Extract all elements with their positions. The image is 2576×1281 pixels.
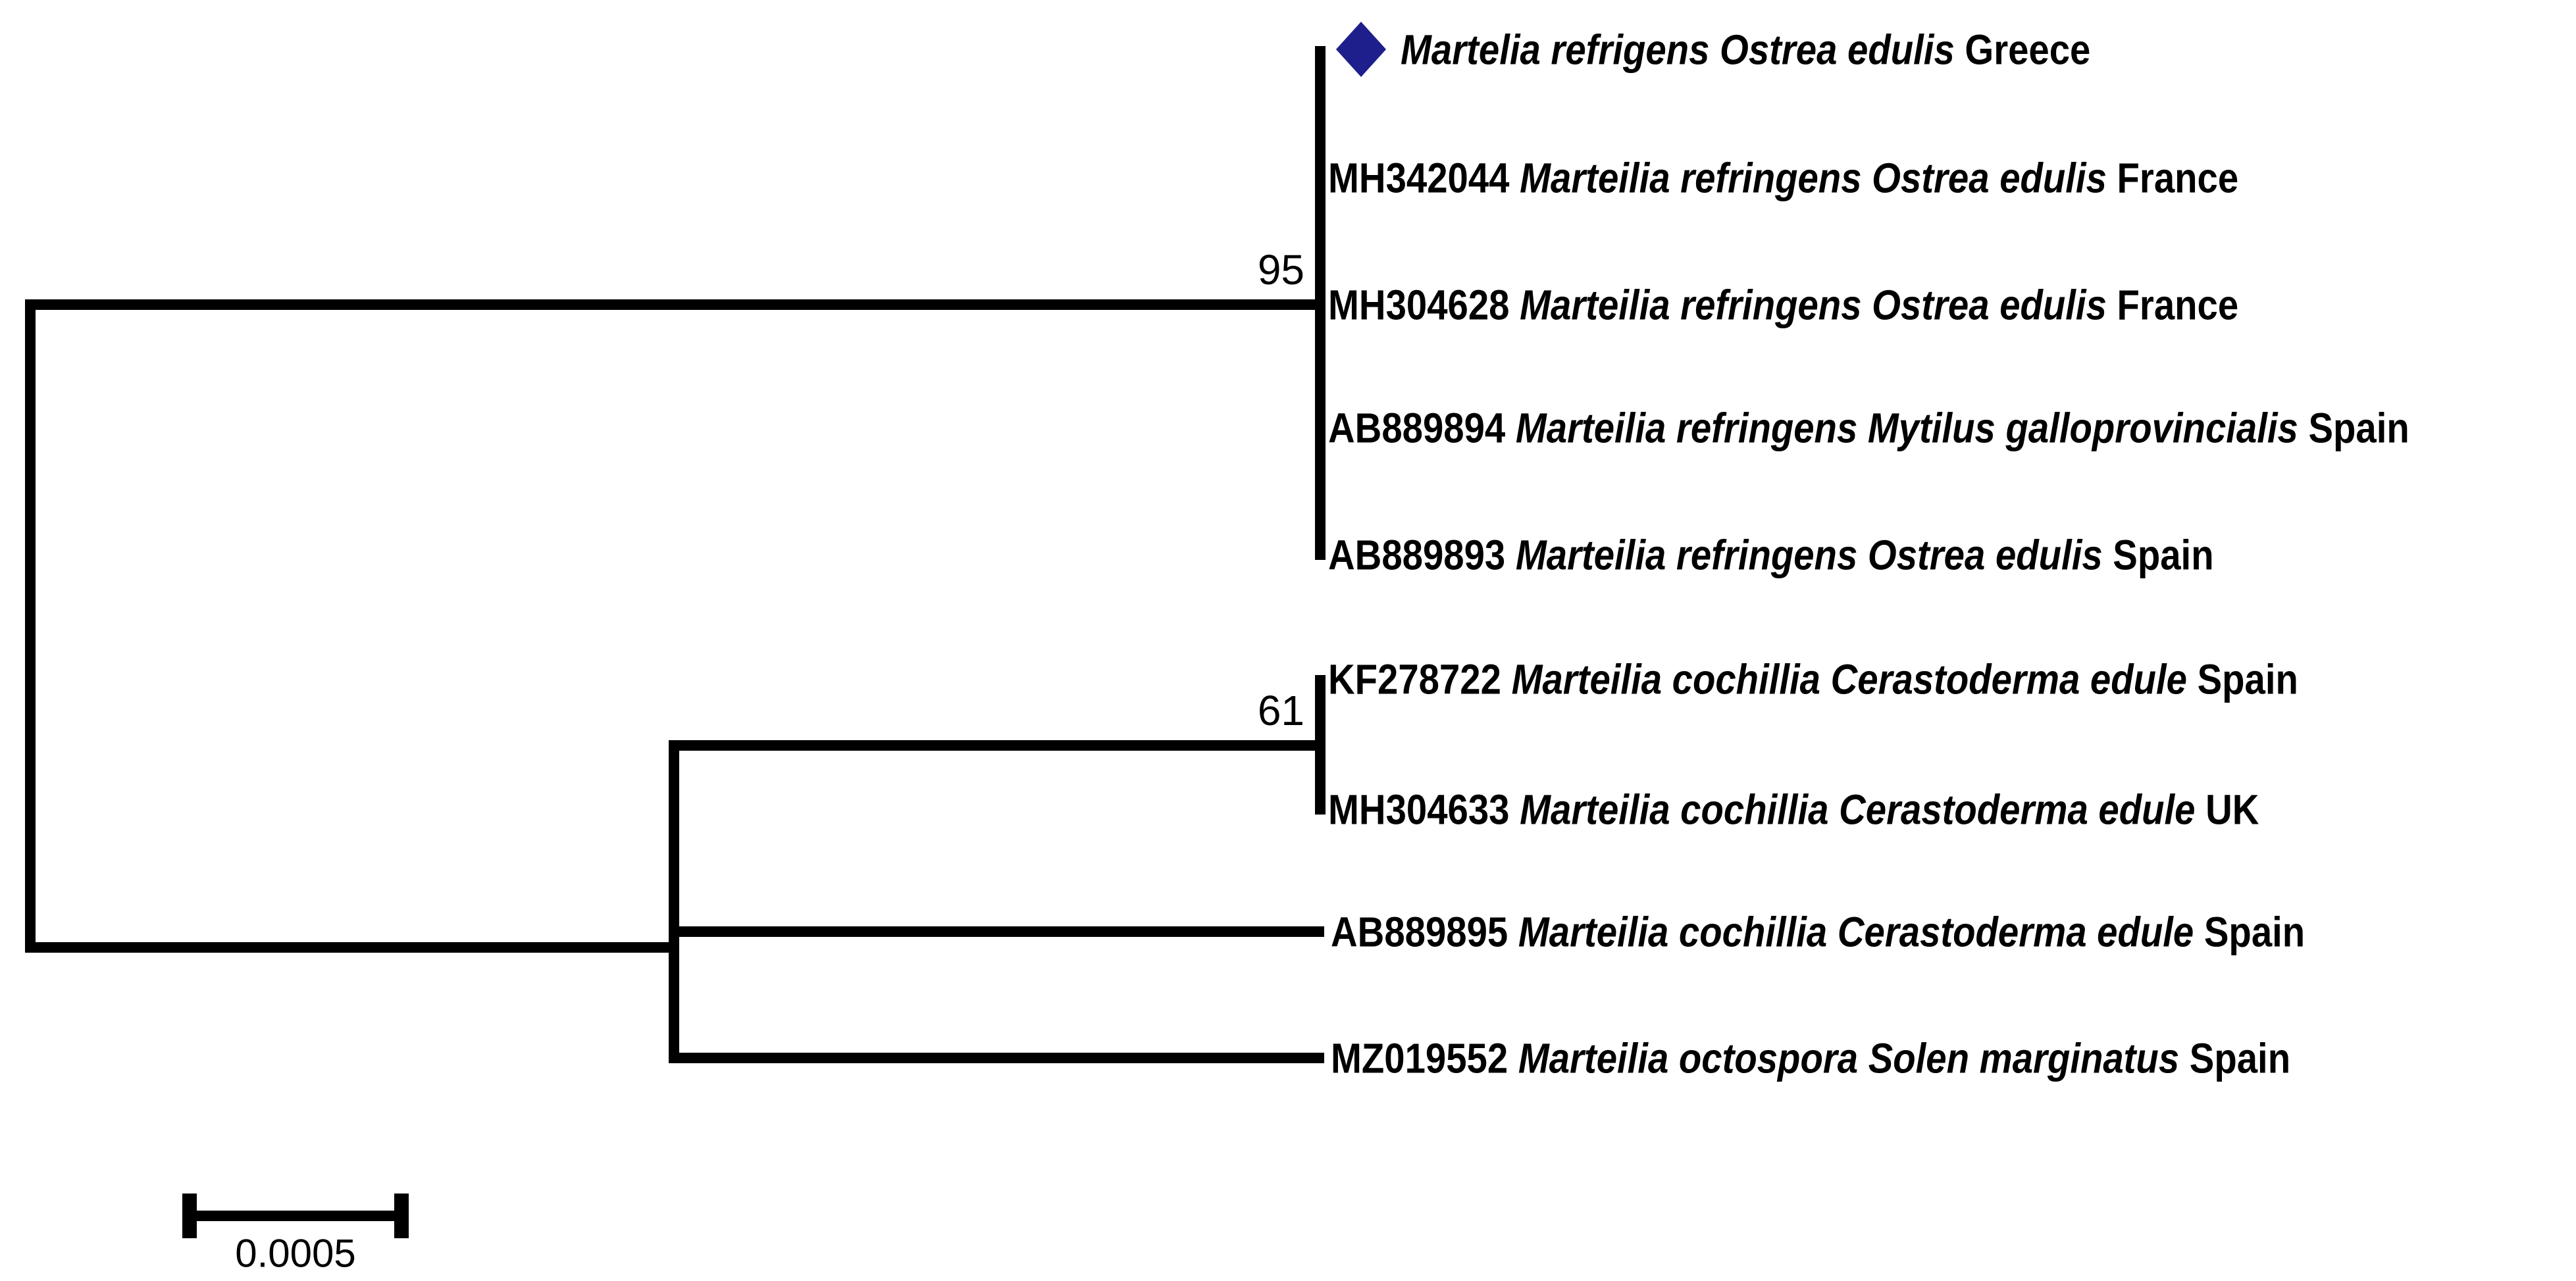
taxon-mh304633-species: Marteilia cochillia Cerastoderma edule xyxy=(1520,786,2195,833)
bootstrap-value-95: 95 xyxy=(1258,246,1304,293)
taxon-ab889895-species: Marteilia cochillia Cerastoderma edule xyxy=(1518,908,2194,955)
taxon-ab889893-text: AB889893 xyxy=(1328,531,1516,578)
taxon-mh304628: MH304628 Marteilia refringens Ostrea edu… xyxy=(1328,281,2238,328)
taxon-ab889895-text: Spain xyxy=(2194,908,2305,955)
taxon-mh304628-text: MH304628 xyxy=(1328,281,1520,328)
taxon-kf278722-text: KF278722 xyxy=(1328,655,1512,703)
taxon-markers xyxy=(1336,22,1386,77)
bootstrap-values: 95 61 xyxy=(1258,246,1304,734)
scale-bar: 0.0005 xyxy=(182,1193,409,1276)
taxon-labels: Martelia refrigens Ostrea edulis GreeceM… xyxy=(1328,26,2409,1082)
taxon-mh304633-text: MH304633 xyxy=(1328,786,1520,833)
tree-branches xyxy=(25,46,1326,1063)
taxon-mh342044-text: MH342044 xyxy=(1328,154,1520,201)
taxon-ab889893: AB889893 Marteilia refringens Ostrea edu… xyxy=(1328,531,2214,578)
taxon-ab889893-text: Spain xyxy=(2103,531,2214,578)
taxon-martelia-refrigens-greece: Martelia refrigens Ostrea edulis Greece xyxy=(1401,26,2090,73)
taxon-mh342044: MH342044 Marteilia refringens Ostrea edu… xyxy=(1328,154,2238,201)
taxon-kf278722-species: Marteilia cochillia Cerastoderma edule xyxy=(1512,655,2187,703)
scale-bar-label: 0.0005 xyxy=(235,1232,356,1276)
taxon-ab889895-text: AB889895 xyxy=(1331,908,1518,955)
taxon-kf278722: KF278722 Marteilia cochillia Cerastoderm… xyxy=(1328,655,2298,703)
taxon-mh304628-species: Marteilia refringens Ostrea edulis xyxy=(1520,281,2107,328)
taxon-ab889894-species: Marteilia refringens Mytilus galloprovin… xyxy=(1516,404,2298,451)
taxon-mz019552-text: MZ019552 xyxy=(1331,1034,1518,1082)
taxon-mh304633-text: UK xyxy=(2195,786,2259,833)
taxon-kf278722-text: Spain xyxy=(2187,655,2298,703)
taxon-ab889895: AB889895 Marteilia cochillia Cerastoderm… xyxy=(1331,908,2305,955)
taxon-mz019552-species: Marteilia octospora Solen marginatus xyxy=(1518,1034,2179,1082)
taxon-ab889894: AB889894 Marteilia refringens Mytilus ga… xyxy=(1328,404,2409,451)
taxon-mz019552-text: Spain xyxy=(2179,1034,2290,1082)
taxon-ab889894-text: Spain xyxy=(2298,404,2409,451)
taxon-ab889894-text: AB889894 xyxy=(1328,404,1516,451)
taxon-mz019552: MZ019552 Marteilia octospora Solen margi… xyxy=(1331,1034,2290,1082)
taxon-mh342044-species: Marteilia refringens Ostrea edulis xyxy=(1520,154,2107,201)
taxon-martelia-refrigens-greece-species: Martelia refrigens Ostrea edulis xyxy=(1401,26,1955,73)
taxon-martelia-refrigens-greece-text: Greece xyxy=(1955,26,2091,73)
bootstrap-value-61: 61 xyxy=(1258,687,1304,734)
taxon-mh304628-text: France xyxy=(2107,281,2238,328)
diamond-marker-icon xyxy=(1336,22,1386,77)
taxon-mh342044-text: France xyxy=(2107,154,2238,201)
taxon-ab889893-species: Marteilia refringens Ostrea edulis xyxy=(1516,531,2103,578)
taxon-mh304633: MH304633 Marteilia cochillia Cerastoderm… xyxy=(1328,786,2259,833)
